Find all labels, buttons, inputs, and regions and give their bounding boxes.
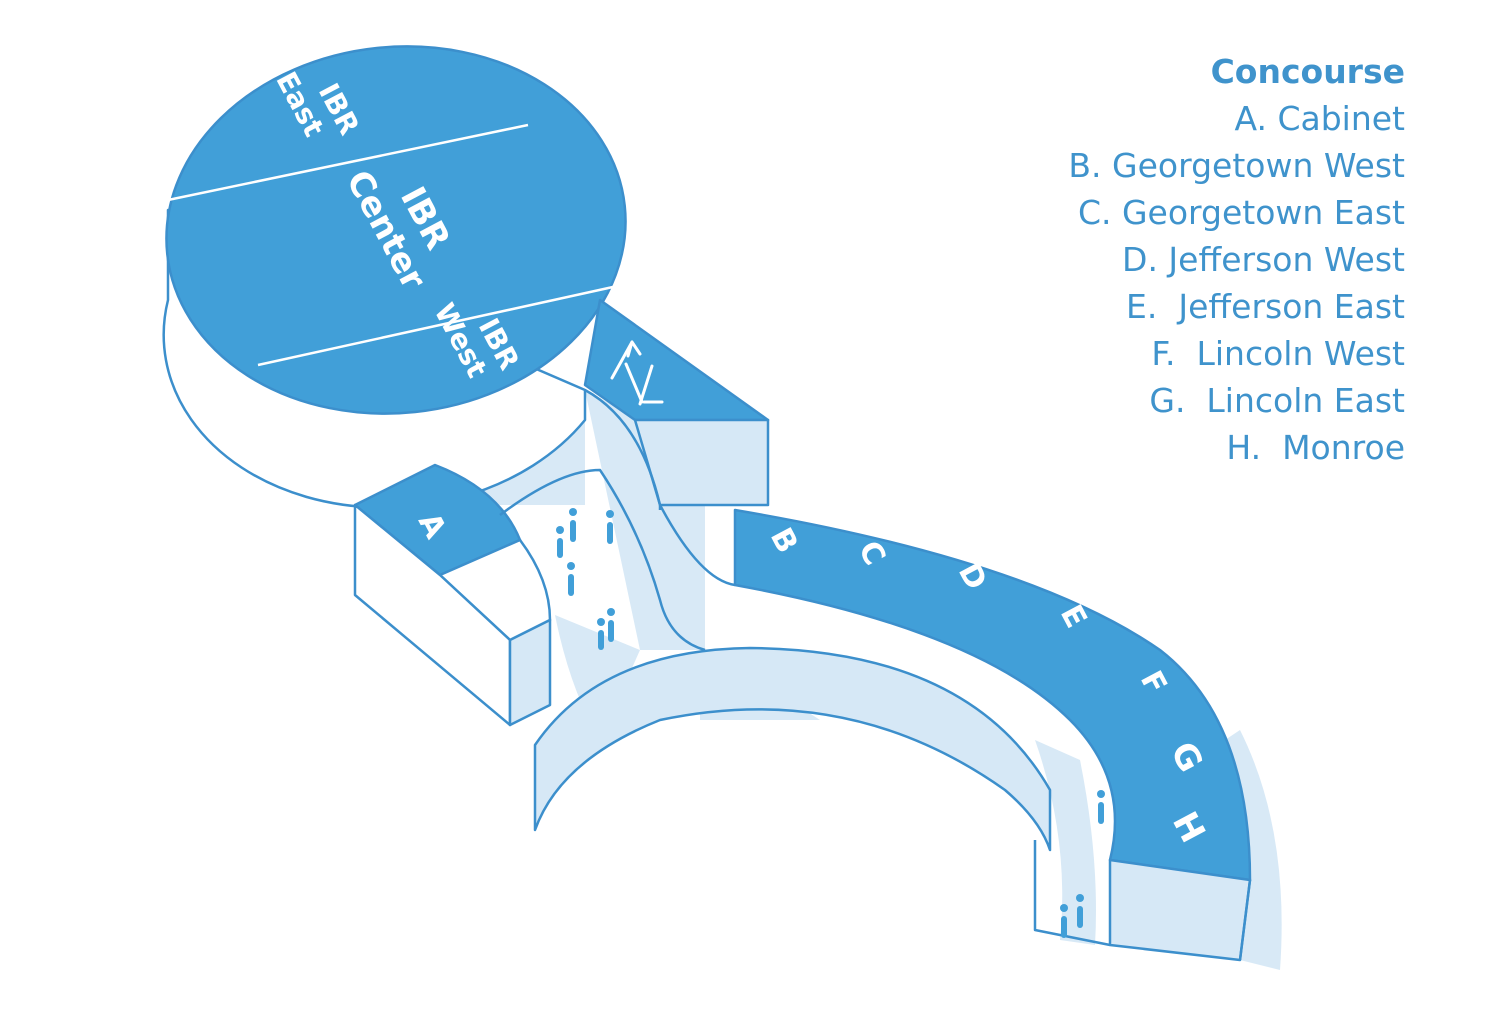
legend-item-e: E. Jefferson East [1126,287,1405,326]
escalator-block [583,298,770,510]
concourse-legend: Concourse A. Cabinet B. Georgetown West … [1068,48,1405,471]
person-icon [597,618,605,650]
legend-item-h: H. Monroe [1226,428,1405,467]
person-icon [1097,790,1105,824]
ibr-ballroom [162,45,627,509]
person-icon [556,526,564,558]
legend-item-f: F. Lincoln West [1151,334,1405,373]
legend-item-d: D. Jefferson West [1122,240,1405,279]
person-icon [606,510,614,544]
person-icon [1060,904,1068,938]
legend-item-c: C. Georgetown East [1077,193,1405,232]
legend-item-a: A. Cabinet [1234,99,1405,138]
legend-item-g: G. Lincoln East [1149,381,1405,420]
central-corridor [499,468,736,652]
inner-ring-wall [533,646,1111,947]
person-icon [569,508,577,542]
concourse-band-b-h [733,508,1252,962]
person-icon [567,562,575,596]
legend-title: Concourse [1210,52,1405,91]
up-down-arrows-icon [610,340,664,406]
person-icon [1076,894,1084,928]
legend-item-b: B. Georgetown West [1068,146,1405,185]
person-icon [607,608,615,642]
concourse-a [353,463,552,727]
person-icons [556,508,1105,938]
